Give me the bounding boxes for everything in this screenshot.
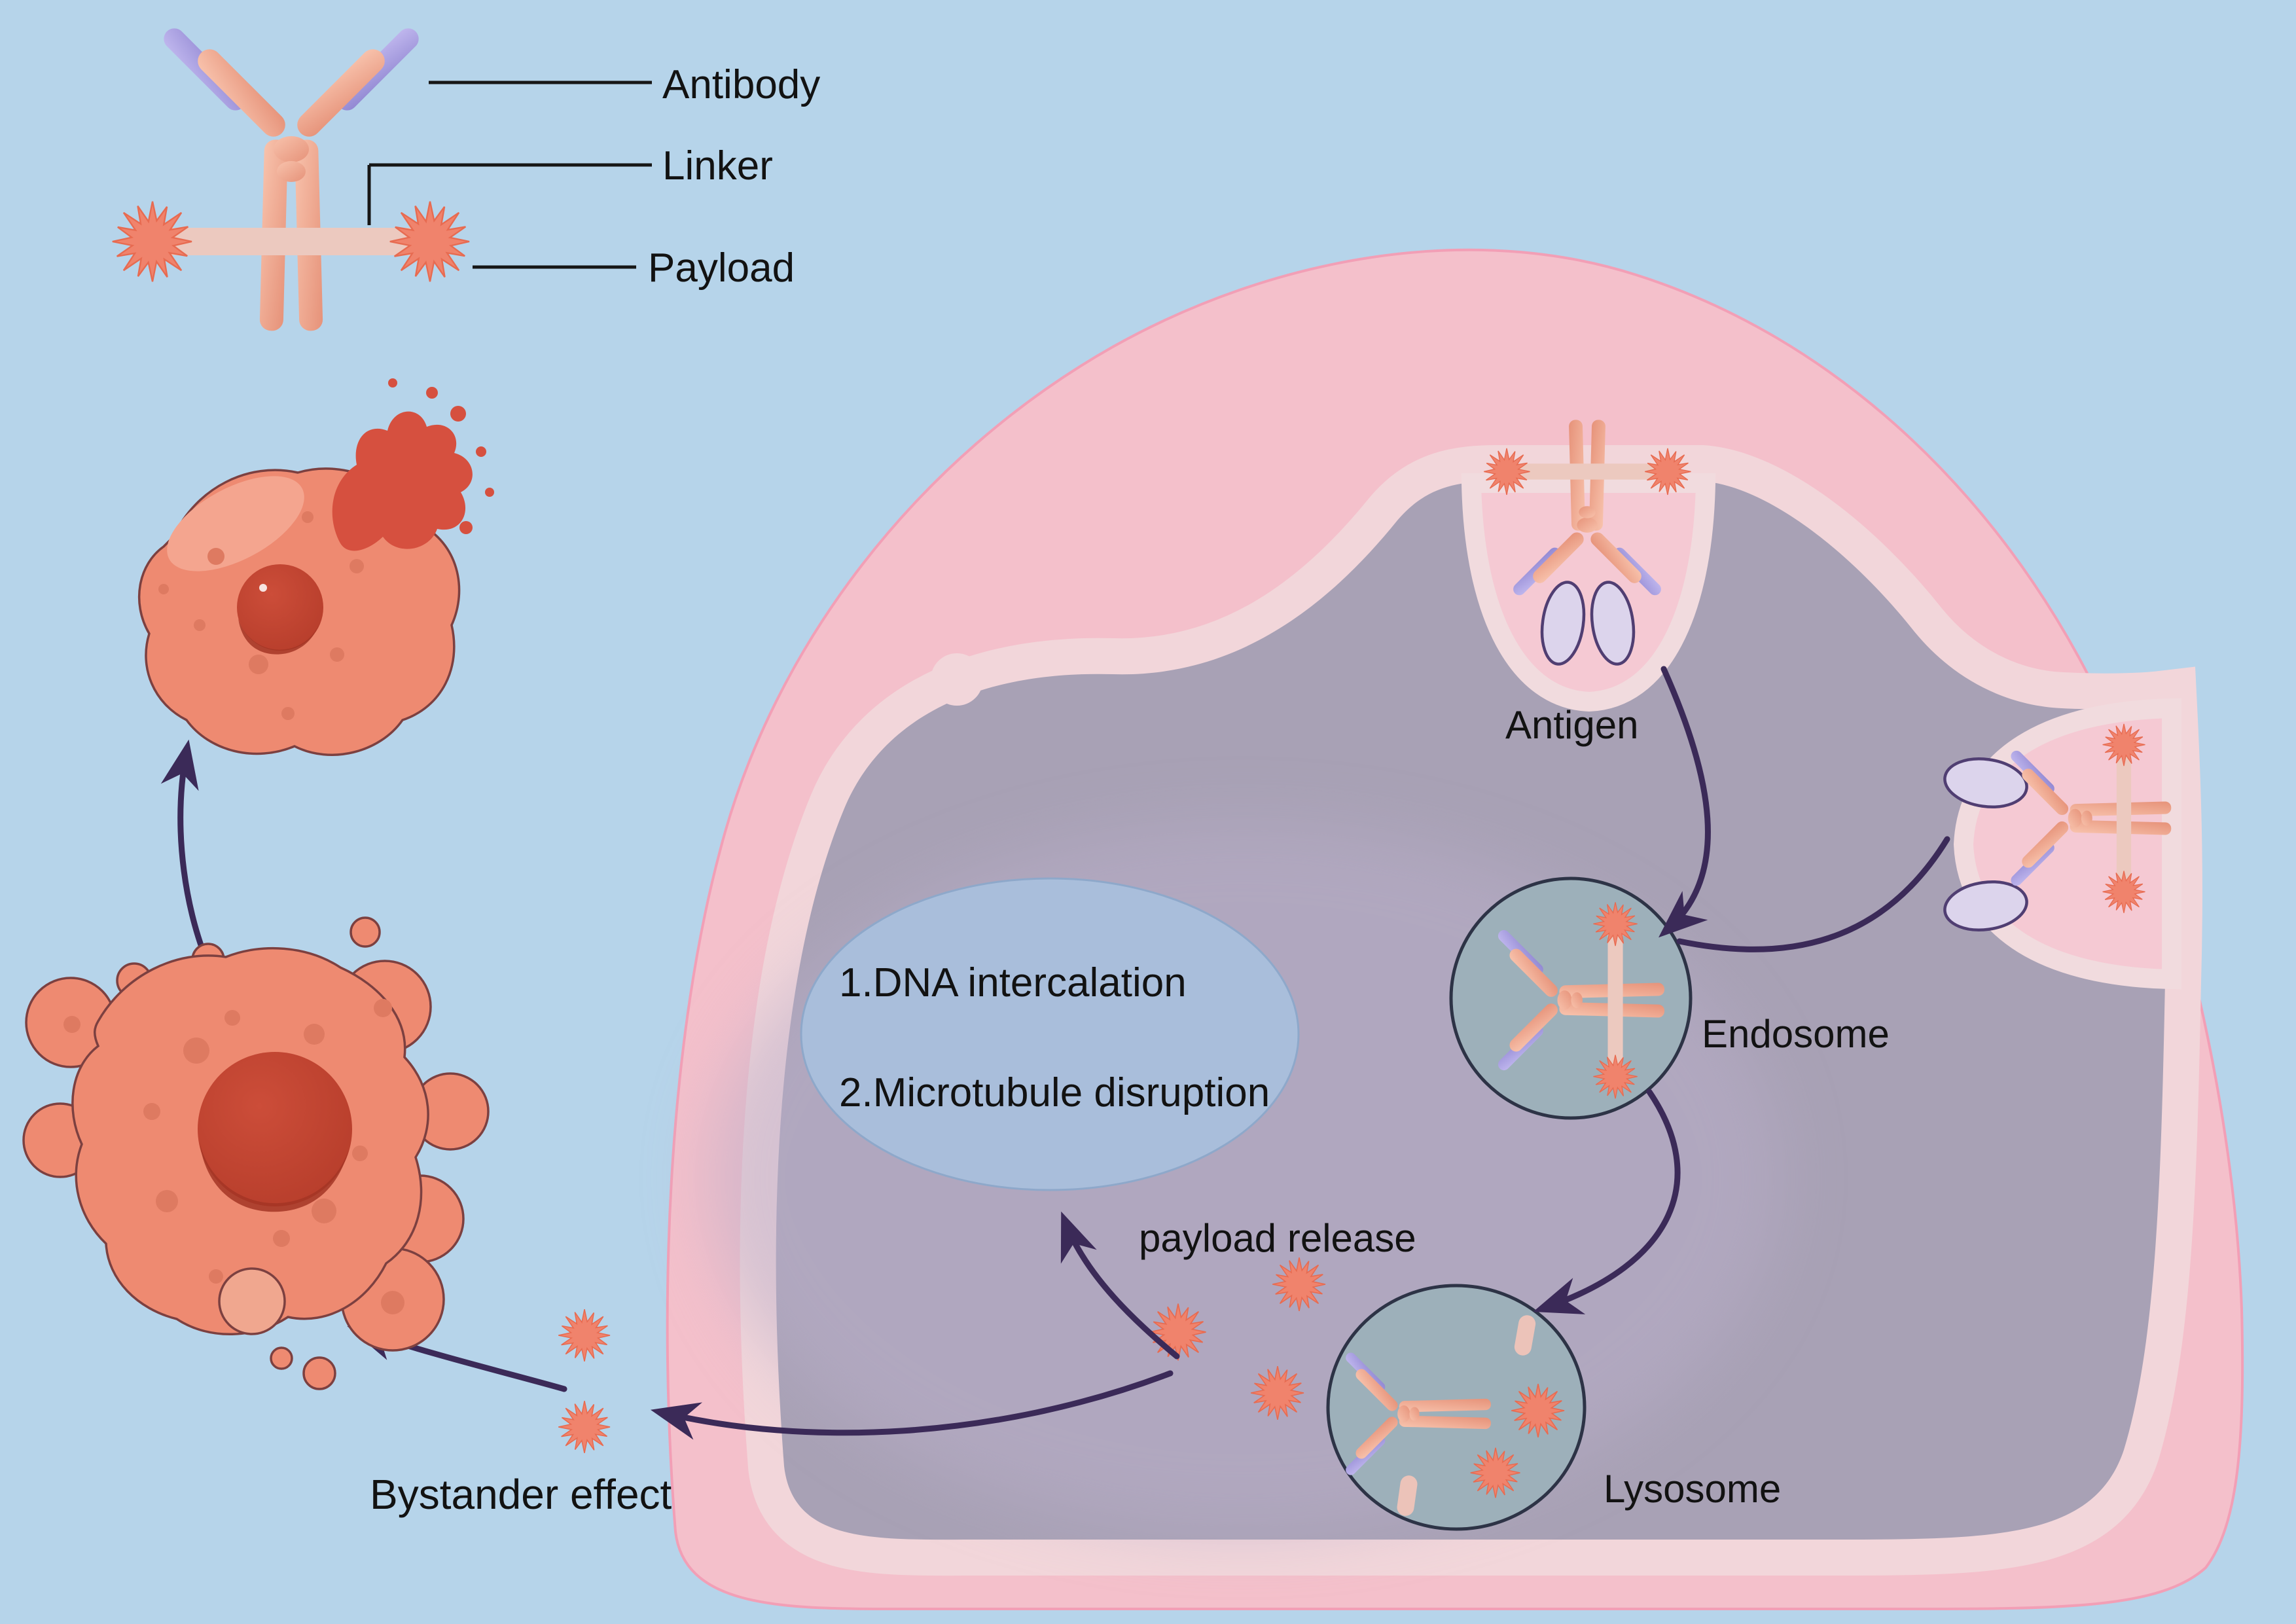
apoptotic-bleb xyxy=(302,1356,336,1390)
arrow-payload-to-mechanism xyxy=(1060,1211,1180,1360)
antigen-receptors-top xyxy=(1540,581,1636,666)
apoptotic-cell xyxy=(22,916,490,1390)
payload-star-icon xyxy=(558,1400,611,1454)
antigen-label: Antigen xyxy=(1505,703,1639,747)
antigen-receptor xyxy=(1540,581,1586,666)
antigen-receptor xyxy=(1943,880,2028,931)
arrow-antigen-to-endosome xyxy=(1659,666,1711,938)
antigen-receptor xyxy=(1943,757,2028,808)
cell-speckles xyxy=(63,999,404,1314)
apoptotic-bleb xyxy=(350,916,381,948)
adc-legend: Antibody Linker Payload xyxy=(113,24,820,331)
payload-release-label: payload release xyxy=(1139,1216,1416,1260)
arrow-payload-bystander-exit xyxy=(650,1370,1174,1440)
payload-star-icon xyxy=(1470,1447,1521,1498)
mechanism-text-1: 1.DNA intercalation xyxy=(839,960,1187,1005)
linker-label: Linker xyxy=(662,143,773,189)
lysosome-label: Lysosome xyxy=(1604,1467,1781,1511)
lysosome-vesicle xyxy=(1326,1284,1587,1531)
arrow-surface-to-endosome xyxy=(1676,836,1950,952)
bystander-region: Bystander effect xyxy=(22,378,672,1518)
endosome-label: Endosome xyxy=(1702,1012,1890,1056)
apoptotic-nucleus xyxy=(198,1052,352,1212)
endosome-vesicle xyxy=(1449,876,1693,1120)
tumor-cell: 1.DNA intercalation 2.Microtubule disrup… xyxy=(650,248,2244,1610)
payload-star-icon xyxy=(558,1308,611,1362)
antigen-receptor xyxy=(1590,581,1636,666)
mechanism-ellipse: 1.DNA intercalation 2.Microtubule disrup… xyxy=(800,877,1300,1191)
label-leader-lines xyxy=(367,81,652,269)
antibody-label: Antibody xyxy=(662,62,820,107)
payload-star-icon xyxy=(1511,1383,1565,1438)
cleaved-linker-fragment xyxy=(1397,1475,1418,1516)
cell-highlight xyxy=(167,476,304,571)
cell-speckles xyxy=(158,511,364,720)
mechanism-text-2: 2.Microtubule disruption xyxy=(839,1070,1270,1115)
lysing-nucleus xyxy=(237,564,323,655)
payload-label: Payload xyxy=(648,245,795,291)
payload-star-icon xyxy=(1250,1365,1304,1420)
payload-star-icon xyxy=(1149,1303,1207,1362)
membrane-pocket-top xyxy=(1461,473,1716,712)
antigen-receptors-right xyxy=(1943,757,2028,931)
payload-star-icon xyxy=(1272,1257,1326,1312)
apoptotic-bleb xyxy=(218,1267,286,1335)
arrow-endosome-to-lysosome xyxy=(1533,1089,1681,1314)
lysis-burst xyxy=(332,378,494,551)
apoptotic-bleb xyxy=(270,1346,293,1370)
bystander-label: Bystander effect xyxy=(370,1471,672,1518)
cleaved-linker-fragment xyxy=(1514,1315,1536,1356)
membrane-fold-notch xyxy=(931,653,983,706)
lysing-cell xyxy=(137,378,494,756)
